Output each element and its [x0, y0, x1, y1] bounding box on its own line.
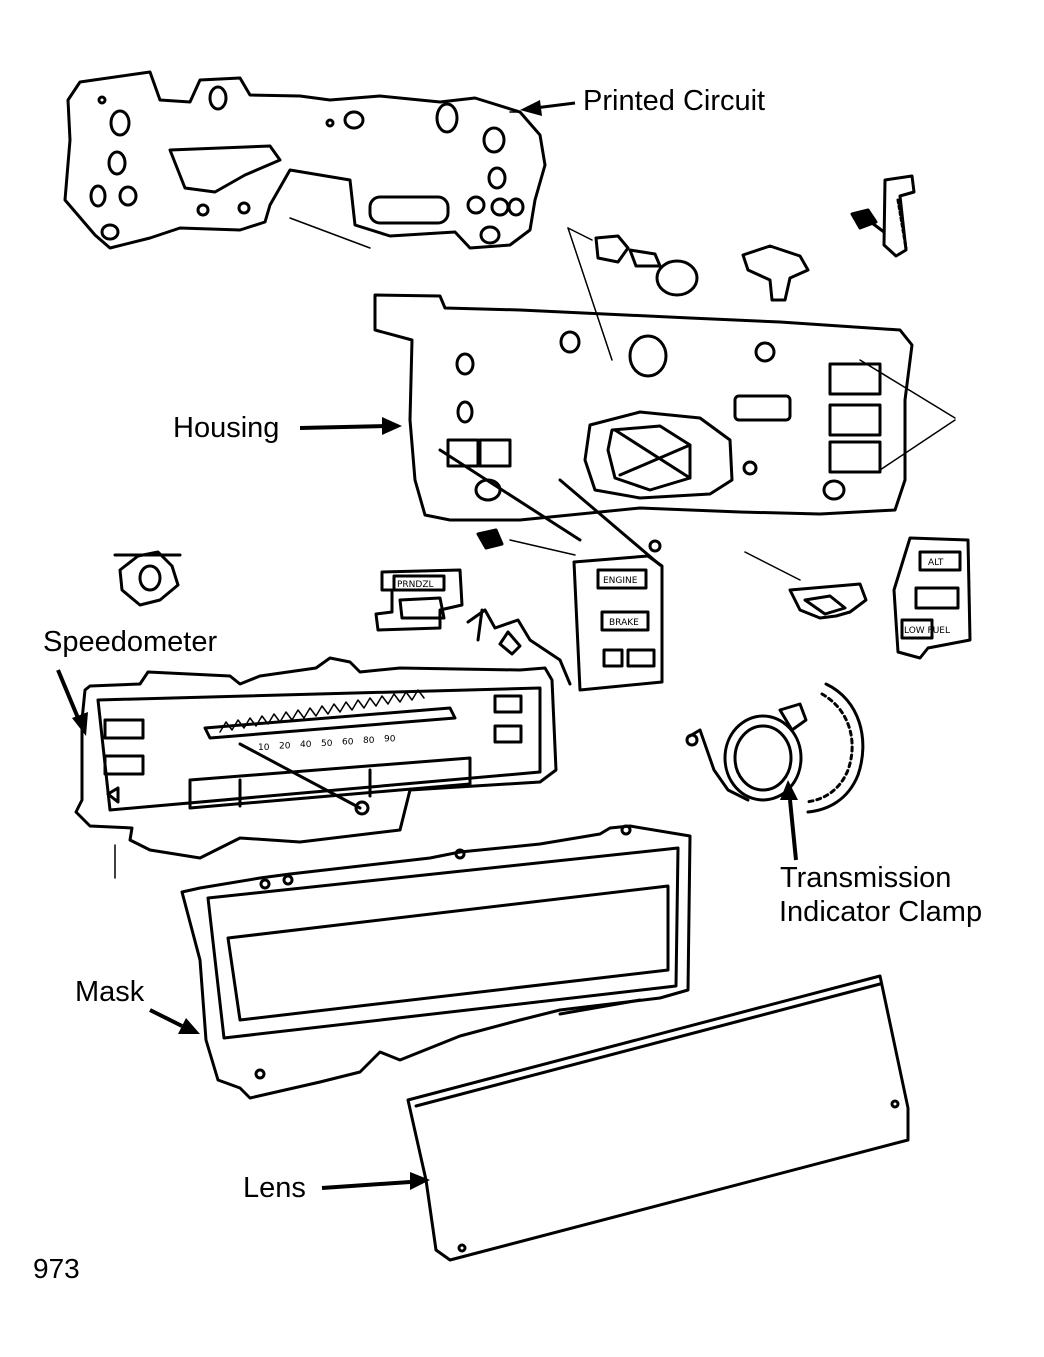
arrow-speedometer [56, 669, 88, 736]
label-housing: Housing [173, 412, 280, 444]
lens [406, 974, 910, 1262]
alt-light-text: ALT [928, 558, 944, 568]
mounting-bracket [741, 244, 810, 302]
low-fuel-light-text: LOW FUEL [904, 626, 950, 636]
mask [180, 824, 692, 1100]
speedometer-scale-number: 40 [300, 740, 312, 750]
gear-indicator-assembly [374, 568, 572, 686]
bulb-socket [594, 234, 699, 297]
speedometer-scale-number: 50 [321, 739, 333, 749]
speedometer-assembly [74, 656, 558, 860]
printed-circuit-board [63, 70, 547, 250]
speedometer-scale-number: 20 [279, 742, 291, 752]
speedometer-scale-number: 60 [342, 737, 354, 747]
label-transmission-line2: Indicator Clamp [779, 896, 983, 928]
trip-reset-knob [113, 550, 182, 607]
indicator-strip [892, 536, 972, 660]
ground-strap-screw [850, 174, 916, 258]
engine-light-text: ENGINE [603, 576, 638, 586]
speedometer-scale: 10 20 40 50 60 80 90 [258, 735, 396, 753]
fuel-gauge [788, 582, 868, 620]
speedometer-ticks [114, 689, 425, 879]
arrow-printed-circuit [520, 100, 576, 116]
arrow-lens [321, 1172, 430, 1190]
label-mask: Mask [75, 976, 145, 1008]
instrument-housing [373, 293, 914, 567]
arrow-mask [149, 1008, 200, 1034]
arrow-transmission-clamp [780, 780, 798, 861]
gear-indicator-text: PRNDZL [397, 580, 434, 590]
arrow-housing [299, 417, 402, 435]
speedometer-scale-number: 10 [258, 743, 270, 753]
label-speedometer: Speedometer [43, 626, 218, 658]
speedometer-scale-number: 90 [384, 735, 396, 745]
transmission-indicator-clamp [685, 682, 865, 814]
brake-light-text: BRAKE [609, 618, 639, 628]
housing-screw [476, 528, 504, 550]
speedometer-scale-number: 80 [363, 736, 375, 746]
label-transmission-line1: Transmission [780, 862, 952, 894]
label-printed-circuit: Printed Circuit [583, 85, 766, 117]
warning-light-plate [572, 539, 664, 692]
figure-number: 973 [33, 1253, 80, 1284]
label-lens: Lens [243, 1172, 306, 1204]
